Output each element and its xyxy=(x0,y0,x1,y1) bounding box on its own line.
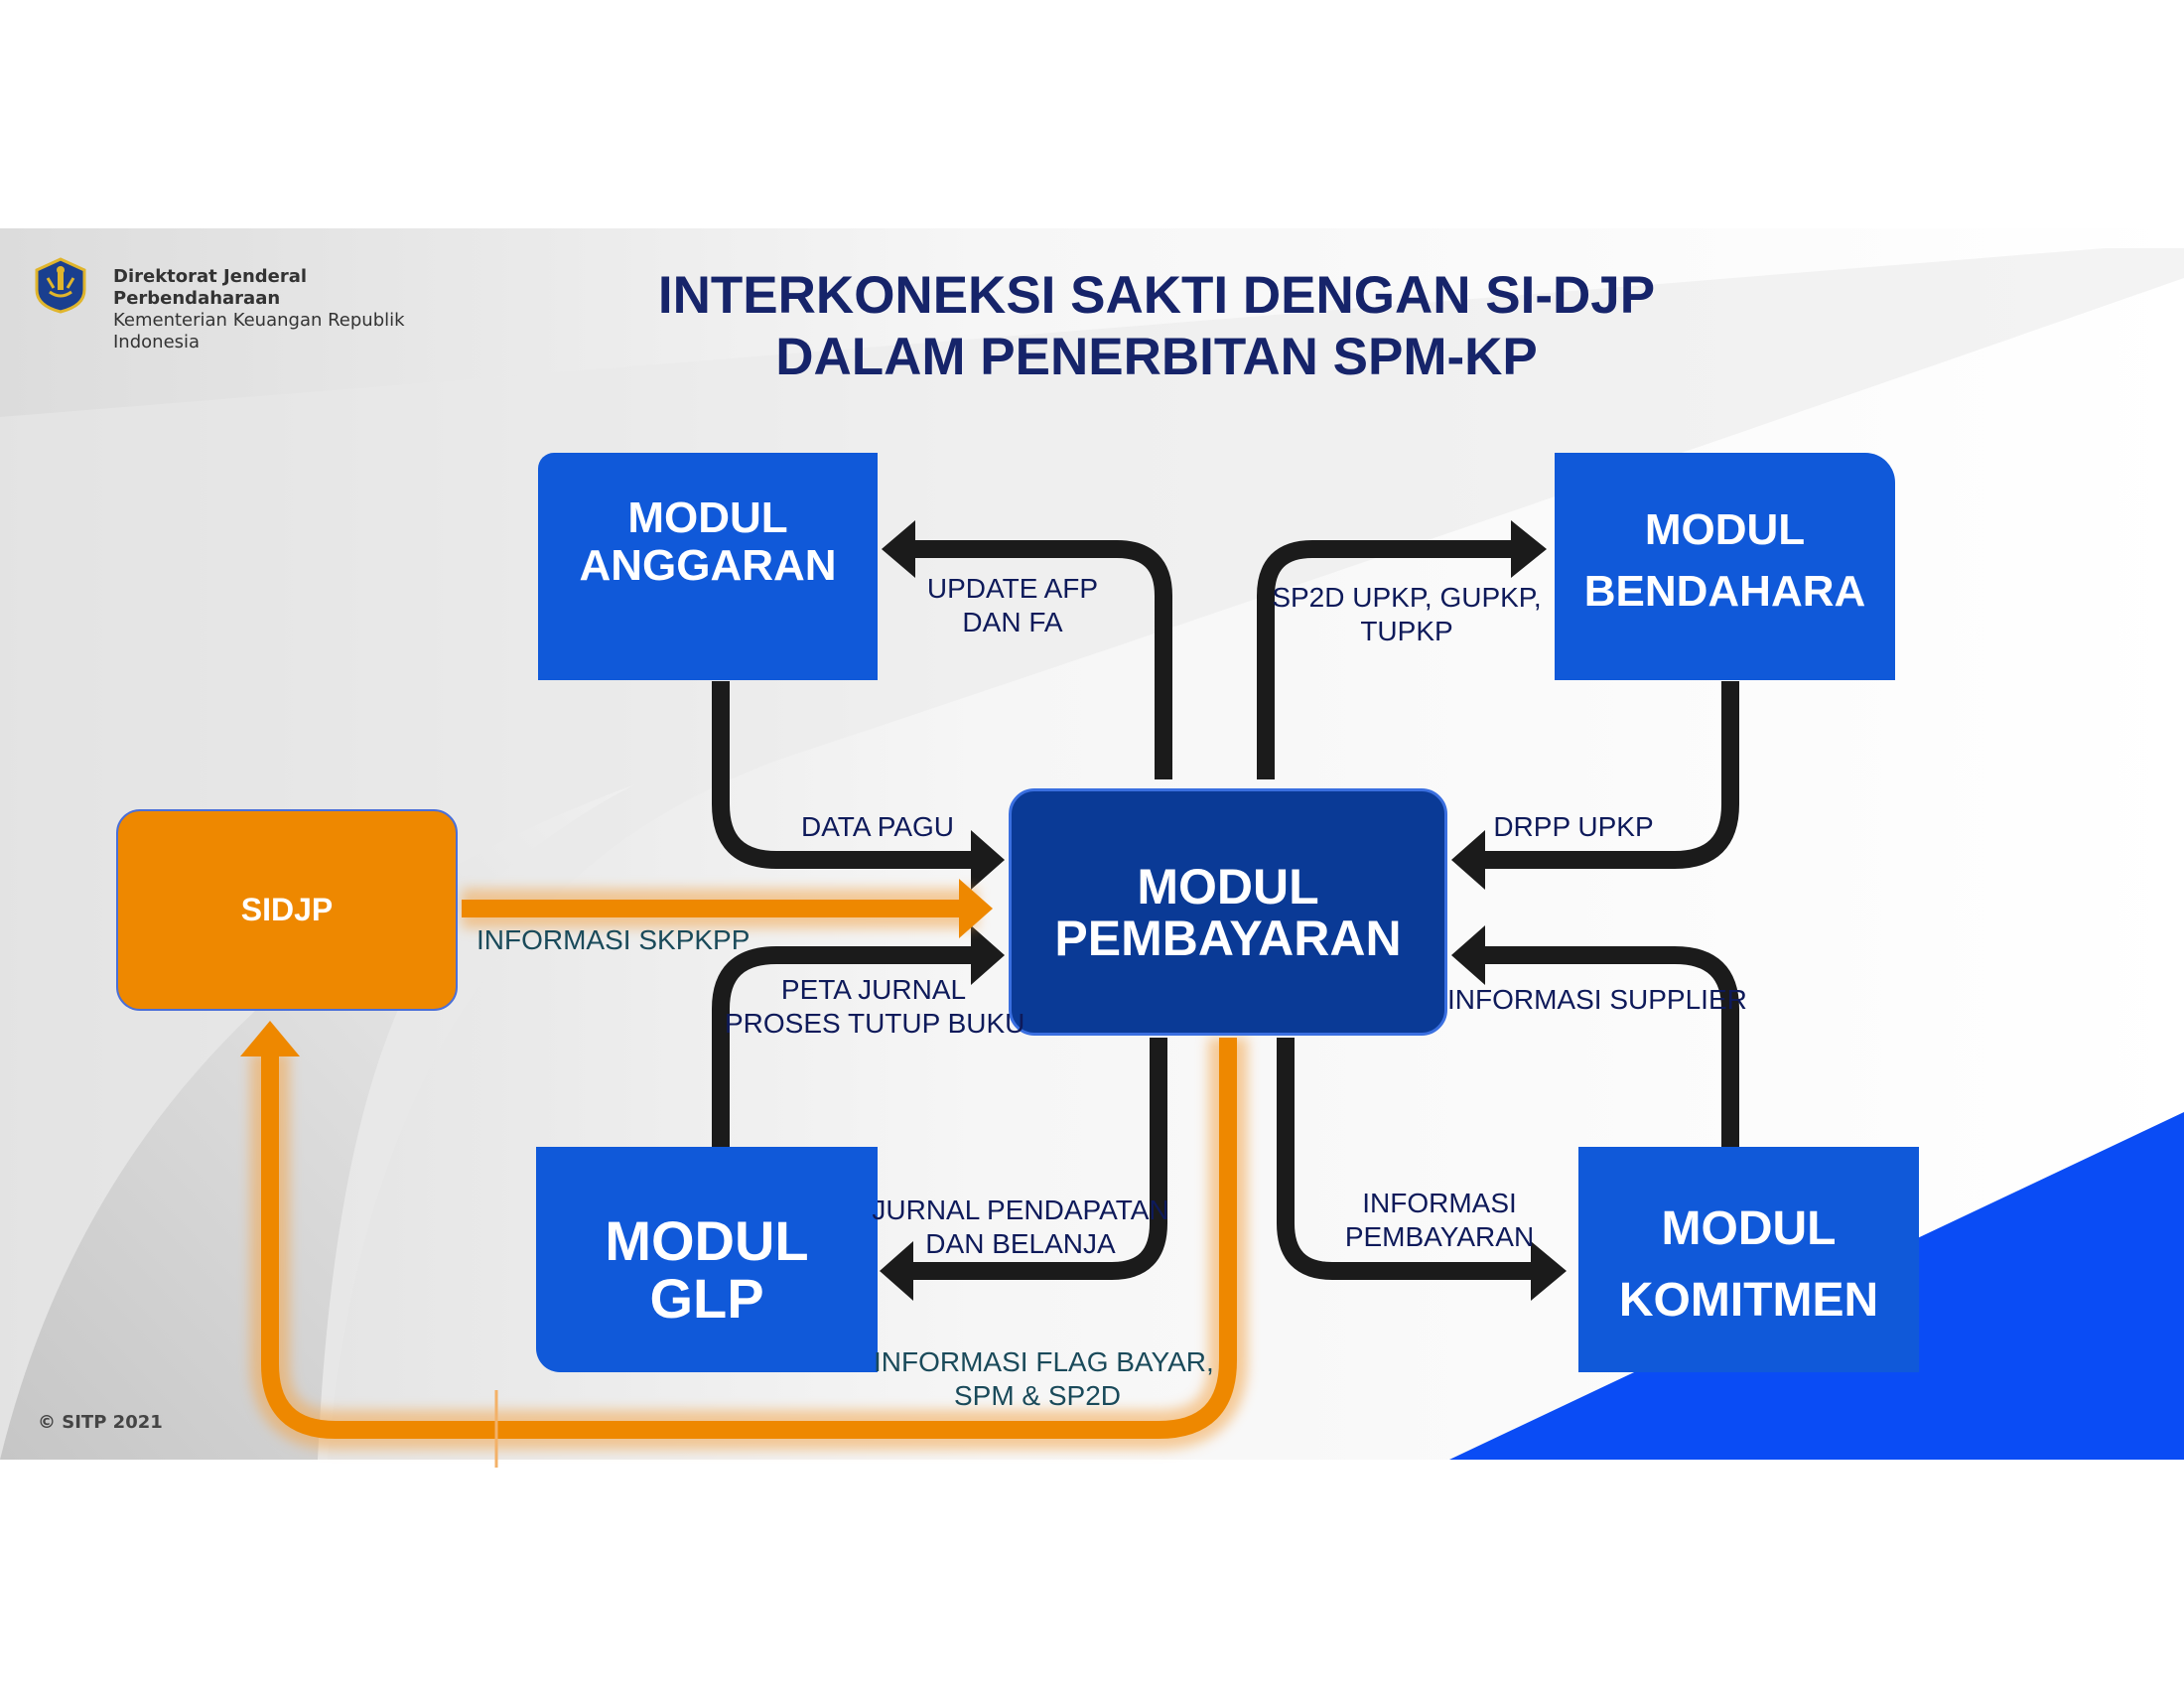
connector-jurnal xyxy=(908,1038,1167,1280)
flow-label-jurnal-pendapatan: JURNAL PENDAPATAN DAN BELANJA xyxy=(872,1194,1169,1261)
kemenkeu-logo-icon xyxy=(35,257,86,314)
modul-glp-line2: GLP xyxy=(649,1266,764,1330)
modul-anggaran-box: MODUL ANGGARAN xyxy=(538,453,878,680)
modul-komitmen-box: MODUL KOMITMEN xyxy=(1578,1147,1919,1372)
flow-label-sp2d-line2: TUPKP xyxy=(1360,616,1453,646)
connector-supplier xyxy=(1479,946,1739,1147)
flow-label-informasi-pembayaran: INFORMASI PEMBAYARAN xyxy=(1320,1187,1559,1254)
flow-label-update-afp: UPDATE AFP DAN FA xyxy=(908,572,1117,639)
modul-komitmen-line2: KOMITMEN xyxy=(1618,1273,1879,1327)
flow-label-peta-jurnal-line2: PROSES TUTUP BUKU xyxy=(725,1008,1025,1039)
flow-label-jurnal-pendapatan-line2: DAN BELANJA xyxy=(925,1228,1116,1259)
connector-sp2d xyxy=(1257,540,1514,779)
flow-label-informasi-supplier: INFORMASI SUPPLIER xyxy=(1447,984,1747,1015)
arrowhead-pembayaran-left-2 xyxy=(971,925,1005,985)
arrowhead-glp xyxy=(880,1241,913,1301)
org-name-line4: Indonesia xyxy=(113,332,201,352)
connector-drpp xyxy=(1479,681,1739,869)
modul-pembayaran-line1: MODUL xyxy=(1137,858,1319,914)
arrowhead-bendahara xyxy=(1511,520,1547,578)
flow-label-update-afp-line2: DAN FA xyxy=(962,607,1063,637)
flow-label-informasi-flag-line1: INFORMASI FLAG BAYAR, xyxy=(874,1346,1214,1377)
page-title-line1: INTERKONEKSI SAKTI DENGAN SI-DJP xyxy=(657,266,1656,325)
flow-label-sp2d-line1: SP2D UPKP, GUPKP, xyxy=(1272,582,1542,613)
page-title-line2: DALAM PENERBITAN SPM-KP xyxy=(775,328,1538,386)
modul-bendahara-line1: MODUL xyxy=(1644,504,1806,554)
connector-informasi-pembayaran xyxy=(1277,1038,1534,1280)
connector-update-afp xyxy=(908,540,1172,779)
copyright: © SITP 2021 xyxy=(38,1412,163,1433)
sidjp-label: SIDJP xyxy=(240,892,334,927)
modul-anggaran-line2: ANGGARAN xyxy=(579,540,837,590)
sidjp-box: SIDJP xyxy=(116,809,458,1011)
modul-glp-line1: MODUL xyxy=(605,1208,809,1272)
flow-label-drpp-upkp: DRPP UPKP xyxy=(1493,811,1654,842)
flow-label-informasi-pembayaran-line2: PEMBAYARAN xyxy=(1344,1221,1535,1252)
flow-label-peta-jurnal-line1: PETA JURNAL xyxy=(780,974,967,1005)
arrowhead-pembayaran-right-2 xyxy=(1451,925,1485,985)
arrowhead-pembayaran-left-1 xyxy=(971,830,1005,890)
arrowhead-pembayaran-right-1 xyxy=(1451,830,1485,890)
connector-data-pagu xyxy=(712,681,978,869)
org-name-line2: Perbendaharaan xyxy=(113,288,281,309)
modul-komitmen-line1: MODUL xyxy=(1661,1201,1837,1255)
flow-label-informasi-pembayaran-line1: INFORMASI xyxy=(1362,1188,1517,1218)
flow-label-informasi-flag-line2: SPM & SP2D xyxy=(953,1380,1122,1411)
modul-anggaran-line1: MODUL xyxy=(627,492,788,542)
flow-label-informasi-flag: INFORMASI FLAG BAYAR, SPM & SP2D xyxy=(874,1345,1214,1413)
modul-glp-box: MODUL GLP xyxy=(536,1147,878,1372)
modul-pembayaran-line2: PEMBAYARAN xyxy=(1054,910,1402,966)
org-name-line3: Kementerian Keuangan Republik xyxy=(113,310,405,331)
org-name-line1: Direktorat Jenderal xyxy=(113,266,308,287)
arrowhead-sidjp xyxy=(240,1021,300,1056)
arrowhead-komitmen xyxy=(1531,1241,1567,1301)
background-swoosh-dark xyxy=(0,784,635,1460)
flow-label-update-afp-line1: UPDATE AFP xyxy=(926,573,1099,604)
arrowhead-anggaran xyxy=(882,520,915,578)
flow-label-data-pagu: DATA PAGU xyxy=(800,811,955,842)
flow-label-informasi-skpkpp: INFORMASI SKPKPP xyxy=(477,924,751,955)
flow-label-peta-jurnal: PETA JURNAL PROSES TUTUP BUKU xyxy=(725,973,1025,1041)
modul-bendahara-line2: BENDAHARA xyxy=(1583,566,1866,616)
flow-label-sp2d: SP2D UPKP, GUPKP, TUPKP xyxy=(1263,581,1551,648)
flow-label-jurnal-pendapatan-line1: JURNAL PENDAPATAN xyxy=(872,1195,1169,1225)
arrowhead-skpkpp xyxy=(959,879,993,938)
modul-bendahara-box: MODUL BENDAHARA xyxy=(1555,453,1895,680)
connector-informasi-flag xyxy=(261,1038,1237,1439)
modul-pembayaran-box: MODUL PEMBAYARAN xyxy=(1009,788,1447,1036)
connector-peta-jurnal xyxy=(712,946,978,1147)
